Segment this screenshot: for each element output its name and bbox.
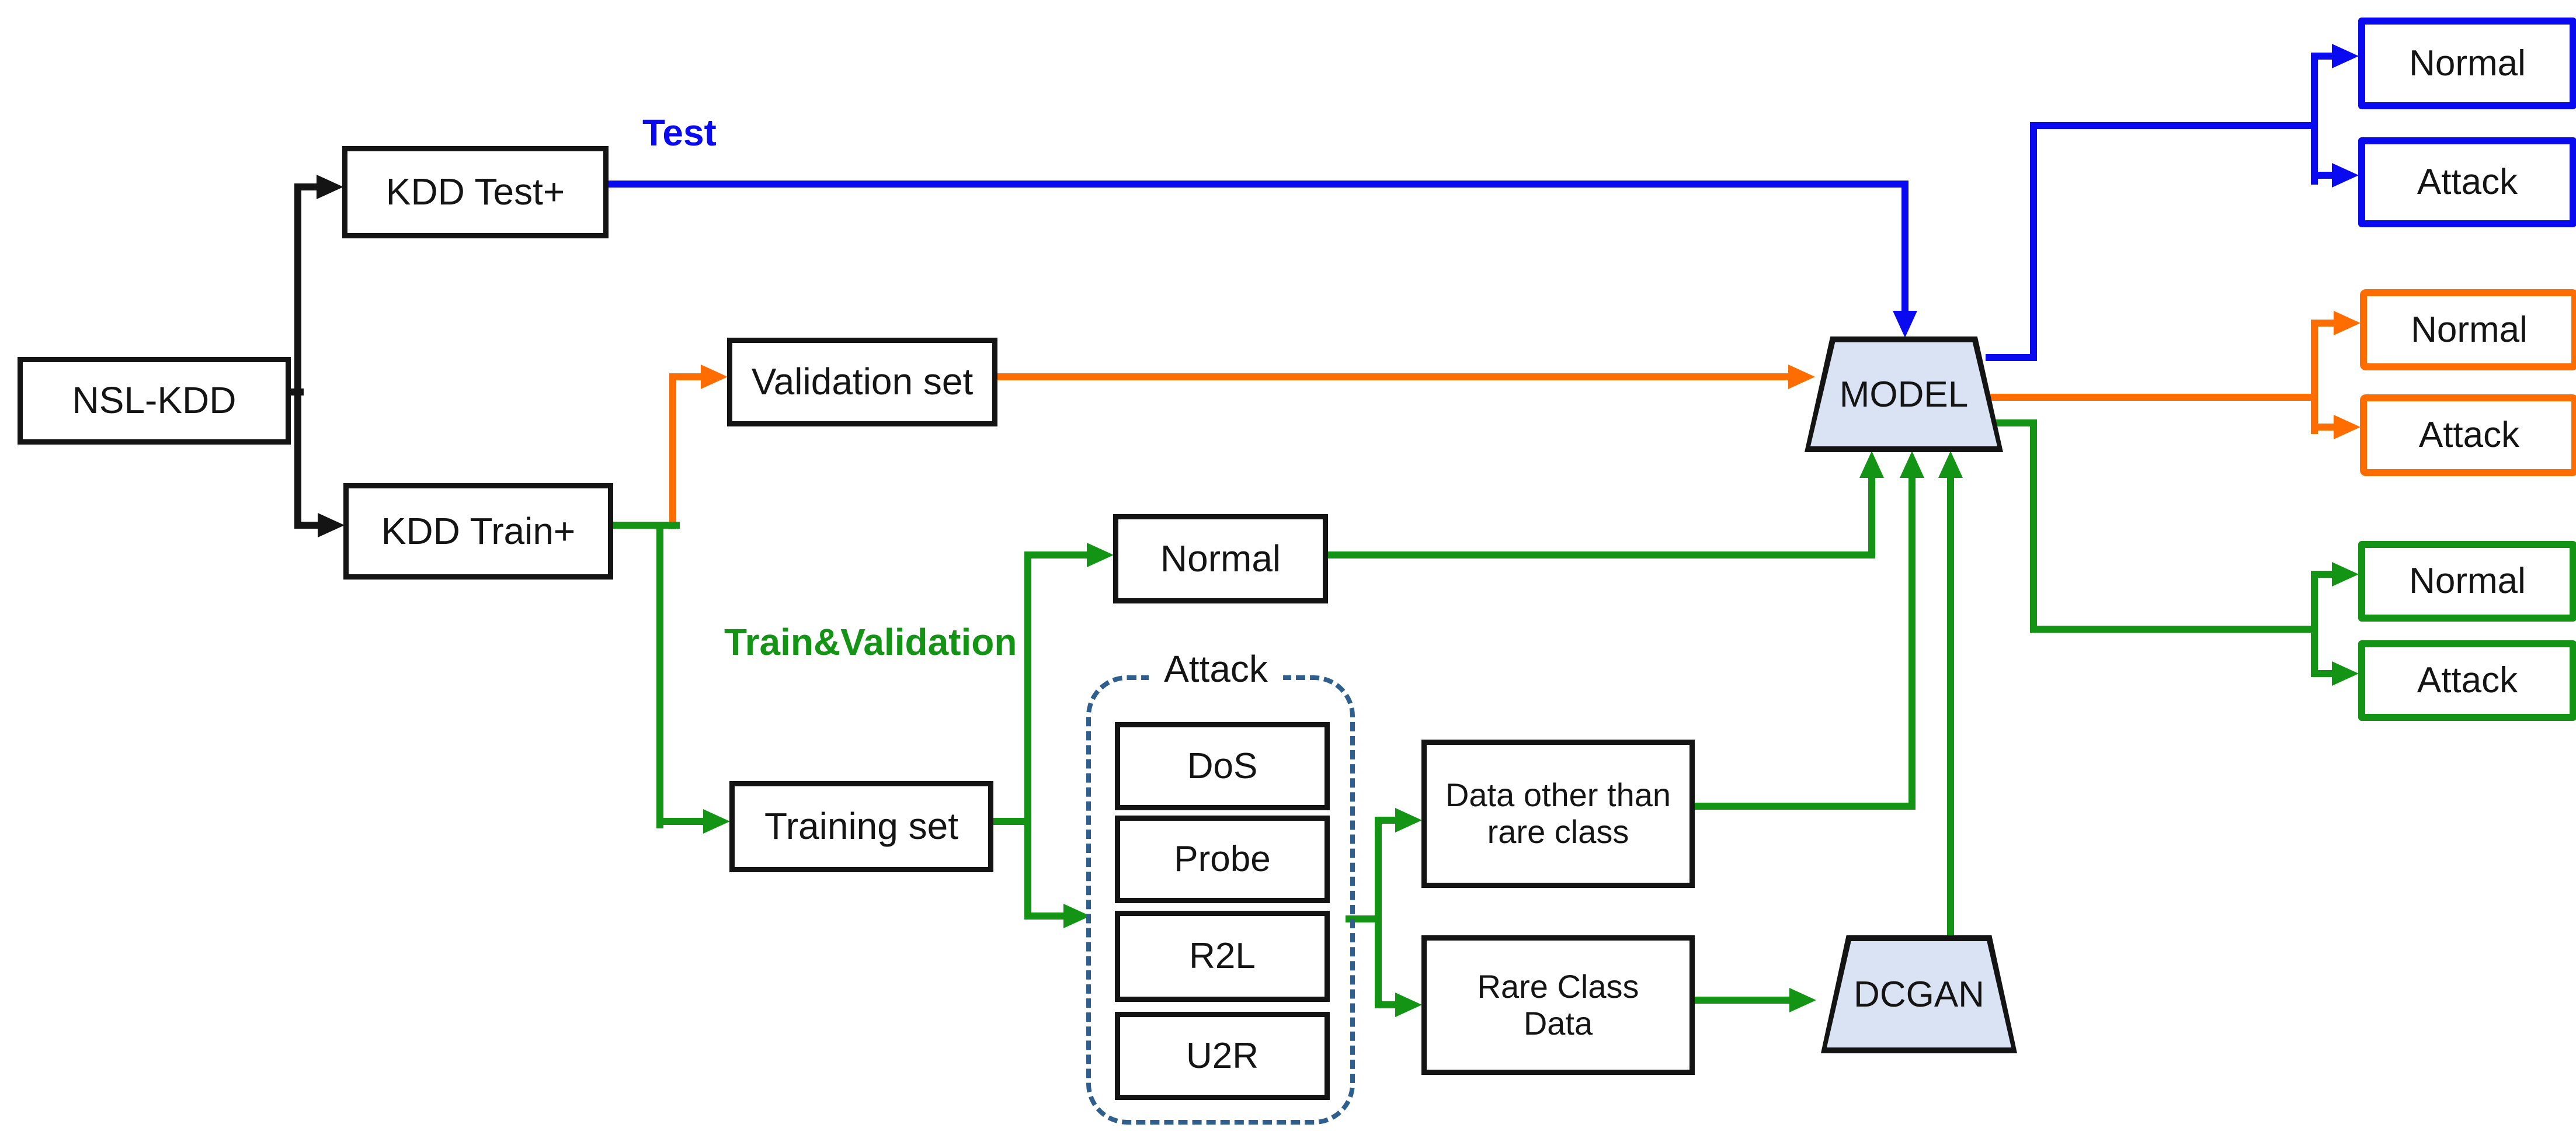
edge-greenout-normal-line bbox=[2311, 571, 2335, 578]
node-rare-class: Rare Class Data bbox=[1421, 935, 1695, 1075]
node-u2r: U2R bbox=[1115, 1012, 1330, 1100]
node-normal-train: Normal bbox=[1113, 514, 1328, 603]
edge-orangeout-horizontal bbox=[1990, 394, 2318, 401]
arrowhead-to-kddtest bbox=[317, 175, 343, 199]
arrowhead-into-normal bbox=[1087, 543, 1114, 567]
arrowhead-dcgan-into-model bbox=[1938, 451, 1963, 478]
arrowhead-green-attack bbox=[2332, 661, 2359, 686]
arrowhead-to-kddtrain bbox=[318, 513, 345, 537]
edge-test-vertical bbox=[1901, 181, 1908, 313]
edge-train-stub bbox=[603, 522, 680, 529]
node-kdd-train: KDD Train+ bbox=[343, 483, 613, 580]
edge-greenout-attack-line bbox=[2311, 670, 2335, 677]
edge-trainingset-branch bbox=[1024, 551, 1031, 920]
node-model-label: MODEL bbox=[1839, 374, 1969, 415]
output-blue-normal: Normal bbox=[2358, 18, 2576, 109]
edge-to-rareclass-line bbox=[1375, 1001, 1398, 1008]
node-data-other: Data other than rare class bbox=[1421, 740, 1695, 888]
node-dcgan: DCGAN bbox=[1821, 935, 2017, 1053]
edge-greenout-horizontal bbox=[2030, 626, 2318, 633]
edge-orangeout-normal-line bbox=[2311, 320, 2339, 327]
edge-to-normal-line bbox=[1024, 551, 1089, 558]
edge-to-kddtrain-line bbox=[294, 522, 322, 529]
arrowhead-blue-attack bbox=[2332, 163, 2359, 188]
node-model: MODEL bbox=[1805, 336, 2003, 452]
edge-greenout-branch bbox=[2311, 571, 2318, 677]
output-green-normal: Normal bbox=[2358, 541, 2576, 622]
edge-to-kddtest-line bbox=[294, 183, 322, 190]
output-green-attack: Attack bbox=[2358, 640, 2576, 721]
edge-greenout-vertical bbox=[2030, 419, 2037, 633]
edge-validation-stub bbox=[669, 373, 705, 380]
arrowhead-into-attackgroup bbox=[1063, 904, 1090, 928]
arrowhead-into-validation bbox=[701, 365, 728, 389]
edge-blueout-vertical bbox=[2030, 122, 2037, 361]
edge-nslkdd-vertical bbox=[294, 183, 301, 529]
arrowhead-dataother-into-model bbox=[1900, 451, 1924, 478]
output-blue-attack: Attack bbox=[2358, 137, 2576, 227]
output-orange-normal: Normal bbox=[2360, 289, 2576, 370]
edge-validation-vertical bbox=[669, 373, 676, 529]
edge-dataother-h bbox=[1684, 803, 1916, 810]
edge-trainingset-out bbox=[983, 818, 1031, 825]
arrowhead-test-into-model bbox=[1893, 311, 1917, 338]
arrowhead-blue-normal bbox=[2332, 44, 2359, 68]
edge-to-attackgroup-line bbox=[1024, 913, 1065, 920]
edge-blueout-stub bbox=[1986, 354, 2037, 361]
edge-validation-to-model bbox=[987, 373, 1792, 380]
edge-attackgroup-branch bbox=[1375, 817, 1382, 1008]
node-validation-set: Validation set bbox=[727, 338, 997, 426]
arrowhead-orange-attack bbox=[2334, 415, 2361, 439]
edge-label-train-validation: Train&Validation bbox=[724, 621, 1017, 663]
edge-normal-to-model-h bbox=[1317, 551, 1875, 558]
node-nsl-kdd: NSL-KDD bbox=[18, 357, 291, 445]
arrowhead-orange-normal bbox=[2334, 311, 2361, 335]
arrowhead-into-rareclass bbox=[1395, 993, 1422, 1017]
node-kdd-test: KDD Test+ bbox=[342, 146, 609, 238]
edge-greenout-stub bbox=[1990, 419, 2037, 426]
edge-blueout-normal-line bbox=[2311, 53, 2337, 60]
arrowhead-normal-into-model bbox=[1859, 451, 1884, 478]
edge-train-vertical bbox=[656, 522, 663, 828]
model-fill bbox=[1810, 342, 1997, 446]
output-orange-attack: Attack bbox=[2360, 394, 2576, 476]
attack-group-label: Attack bbox=[1149, 647, 1283, 691]
node-training-set: Training set bbox=[729, 781, 993, 872]
edge-to-dataother-line bbox=[1375, 817, 1398, 824]
edge-normal-to-model-v bbox=[1868, 476, 1875, 558]
arrowhead-into-trainingset bbox=[703, 809, 730, 834]
arrowhead-validation-into-model bbox=[1788, 365, 1815, 389]
edge-label-test: Test bbox=[642, 112, 717, 154]
edge-dcgan-to-model bbox=[1947, 476, 1954, 937]
edge-orangeout-attack-line bbox=[2311, 424, 2339, 431]
edge-dataother-v bbox=[1908, 476, 1916, 806]
node-r2l: R2L bbox=[1115, 911, 1330, 1002]
node-dos: DoS bbox=[1115, 722, 1330, 810]
edge-test-horizontal bbox=[598, 181, 1908, 188]
arrowhead-into-dataother bbox=[1395, 808, 1422, 832]
edge-rareclass-to-dcgan bbox=[1684, 997, 1793, 1004]
edge-blueout-attack-line bbox=[2311, 172, 2337, 179]
edge-into-trainingset-line bbox=[656, 818, 706, 825]
node-probe: Probe bbox=[1115, 816, 1330, 903]
arrowhead-into-dcgan bbox=[1789, 988, 1816, 1012]
edge-blueout-horizontal bbox=[2030, 122, 2318, 129]
edge-blueout-branch bbox=[2311, 53, 2318, 185]
arrowhead-green-normal bbox=[2332, 562, 2359, 587]
node-dcgan-label: DCGAN bbox=[1854, 974, 1984, 1015]
edge-orangeout-branch bbox=[2311, 320, 2318, 434]
dcgan-fill bbox=[1827, 941, 2011, 1047]
